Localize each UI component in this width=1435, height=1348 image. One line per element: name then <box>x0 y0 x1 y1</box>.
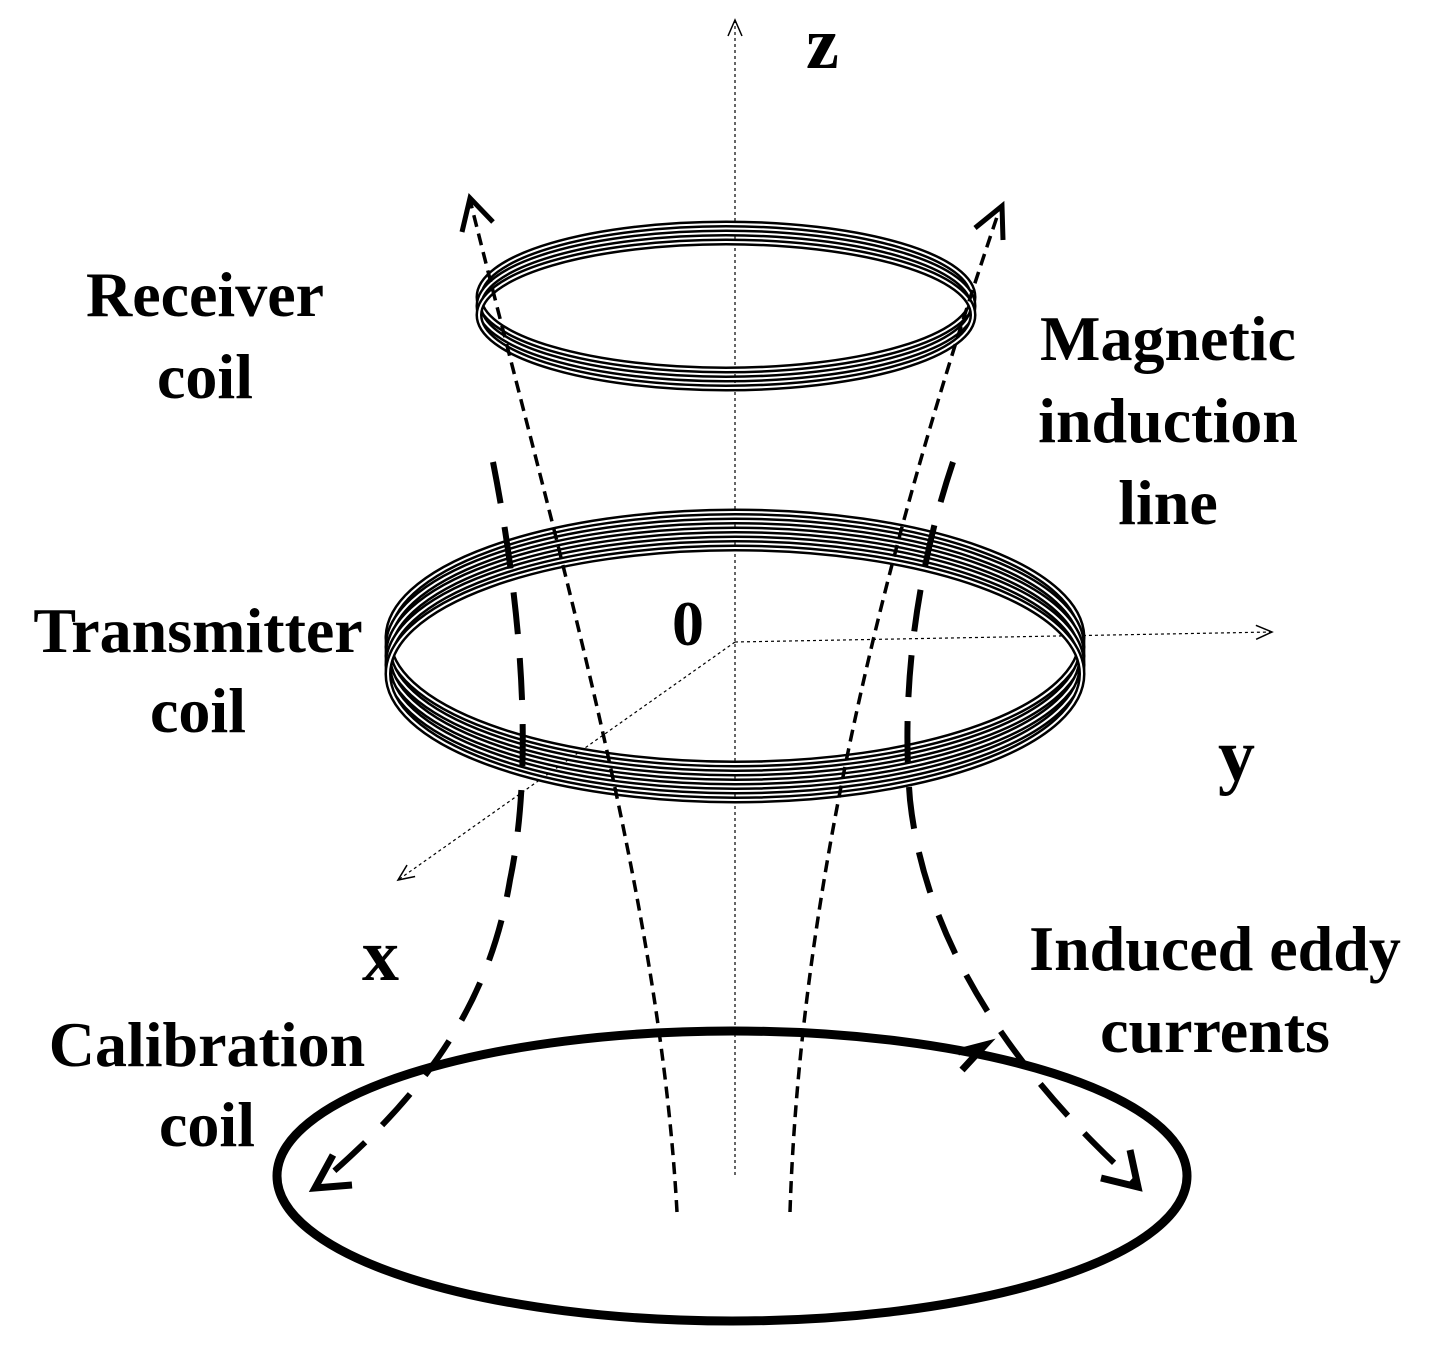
magnetic-induction-line-left <box>468 199 679 1213</box>
magnetic-induction-lines <box>459 192 1006 1213</box>
transmitter-coil-label-line1: Transmitter <box>33 595 362 666</box>
magnetic-induction-line-right <box>788 207 1002 1213</box>
magnetic-induction-label-line3: line <box>1118 467 1218 538</box>
calibration-coil <box>272 1026 1192 1326</box>
eddy-current-line-left <box>316 461 526 1188</box>
x-axis <box>396 641 736 882</box>
transmitter-coil-label-line2: coil <box>150 675 246 746</box>
induced-eddy-label-line2: currents <box>1100 995 1330 1066</box>
arrowhead-icon <box>308 1153 353 1193</box>
transmitter-coil-label: Transmitter coil <box>33 595 362 746</box>
origin-label: 0 <box>672 588 704 659</box>
calibration-coil-label: Calibration coil <box>49 1009 365 1160</box>
axis-label-y: y <box>1218 715 1255 797</box>
axis-label-z: z <box>806 3 839 85</box>
calibration-coil-label-line1: Calibration <box>49 1009 365 1080</box>
magnetic-induction-label-line2: induction <box>1038 385 1298 456</box>
receiver-coil-label-line1: Receiver <box>86 259 324 330</box>
receiver-coil-label: Receiver coil <box>86 259 324 412</box>
arrowhead-icon <box>973 200 1006 241</box>
magnetic-induction-label-line1: Magnetic <box>1040 303 1296 374</box>
induced-eddy-label-line1: Induced eddy <box>1029 913 1401 984</box>
arrowhead-icon <box>459 192 495 233</box>
magnetic-induction-line-label: Magnetic induction line <box>1038 303 1298 538</box>
arrowhead-icon <box>1100 1149 1143 1192</box>
receiver-coil <box>475 220 977 392</box>
eddy-current-direction-arrow-icon <box>957 1038 996 1073</box>
receiver-coil-label-line2: coil <box>157 341 253 412</box>
transmitter-coil <box>384 508 1086 804</box>
induced-eddy-current-lines <box>308 461 1143 1193</box>
calibration-coil-label-line2: coil <box>159 1089 255 1160</box>
axis-label-x: x <box>362 915 399 997</box>
eddy-current-line-right <box>904 461 1141 1188</box>
coordinate-axes <box>396 18 1274 1175</box>
induced-eddy-currents-label: Induced eddy currents <box>1029 913 1401 1066</box>
y-axis <box>734 624 1274 643</box>
